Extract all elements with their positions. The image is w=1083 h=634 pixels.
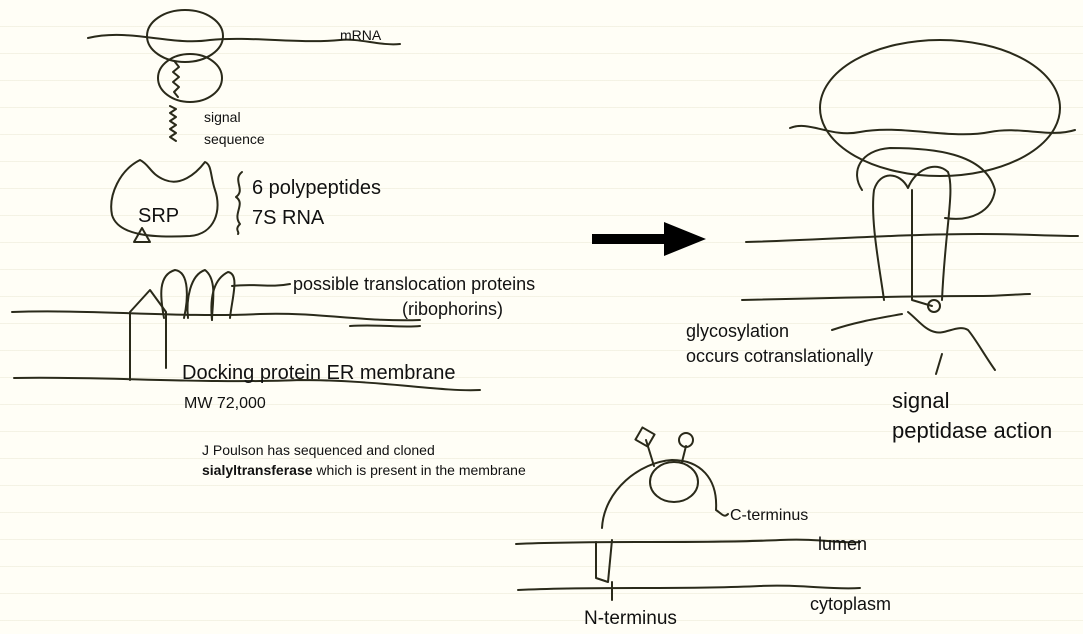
ribosome-small-subunit <box>157 53 223 103</box>
signal-peptidase-label-2: peptidase action <box>892 418 1053 443</box>
signal-peptide-tail <box>907 311 996 371</box>
transition-arrow-head <box>664 222 706 256</box>
right-mrna <box>789 124 1076 136</box>
ribophorin-pointer <box>231 283 291 287</box>
poulson-note-rest: which is present in the membrane <box>312 462 526 478</box>
signal-peptidase-label-1: signal <box>892 388 950 413</box>
er-membrane-upper-left <box>11 310 421 322</box>
c-terminus-label: C-terminus <box>730 507 809 524</box>
sugar-circle <box>678 432 694 448</box>
right-er-membrane-upper <box>745 233 1079 243</box>
nascent-peptide <box>172 61 180 98</box>
sugar-stalk-1 <box>645 439 655 467</box>
translocation-label-1: possible translocation proteins <box>293 274 536 294</box>
signal-sequence-label-1: signal <box>204 109 241 125</box>
nascent-chain <box>911 189 933 307</box>
docking-protein-label: Docking protein ER membrane <box>182 362 456 384</box>
sugar-stalk-2 <box>681 445 687 463</box>
ribophorin-1 <box>160 269 188 319</box>
srp-particle <box>110 159 219 238</box>
mrna-strand <box>87 33 401 46</box>
sialyltransferase-lumenal-domain <box>601 459 729 529</box>
right-ribosome-large-subunit <box>819 39 1061 177</box>
translocation-label-2: (ribophorins) <box>402 299 504 319</box>
n-terminus-label: N-terminus <box>584 608 677 629</box>
sialyltransferase-term: sialyltransferase <box>202 462 313 478</box>
poulson-note-line-1: J Poulson has sequenced and cloned <box>202 442 435 458</box>
docking-protein <box>129 289 167 381</box>
lumen-membrane-line <box>515 538 861 545</box>
lumen-label: lumen <box>818 534 868 554</box>
ribophorin-3 <box>210 271 236 321</box>
er-membrane-lower-left <box>13 376 481 392</box>
signal-pointer <box>935 353 943 375</box>
glycosylation-site <box>927 299 941 313</box>
mrna-label: mRNA <box>340 27 382 43</box>
transition-arrow-shaft <box>592 234 664 244</box>
ribosome-large-subunit <box>146 9 224 63</box>
glycosylation-pointer <box>831 313 903 331</box>
translocon-channel <box>872 165 952 301</box>
signal-sequence-squiggle <box>169 105 177 142</box>
er-membrane-upper-left-2 <box>349 324 421 328</box>
srp-component-1: 6 polypeptides <box>252 177 381 199</box>
poulson-note-line-2: sialyltransferase which is present in th… <box>202 463 526 477</box>
right-ribosome-small-subunit <box>856 147 996 220</box>
srp-brace <box>235 171 243 235</box>
glycosylation-label-1: glycosylation <box>686 321 790 341</box>
srp-component-2: 7S RNA <box>252 207 325 229</box>
ribophorin-2 <box>186 269 215 321</box>
sialyltransferase-catalytic-pocket <box>649 461 699 503</box>
srp-label: SRP <box>138 205 180 227</box>
sialyltransferase-tm-domain <box>595 539 613 583</box>
srp-notch <box>133 227 151 243</box>
right-er-membrane-lower <box>741 293 1031 301</box>
cytoplasm-membrane-line <box>517 584 861 591</box>
glycosylation-label-2: occurs cotranslationally <box>686 346 874 366</box>
cytoplasm-label: cytoplasm <box>810 594 892 614</box>
molecular-weight-label: MW 72,000 <box>184 395 266 412</box>
signal-sequence-label-2: sequence <box>204 131 265 147</box>
sugar-square <box>634 426 656 448</box>
